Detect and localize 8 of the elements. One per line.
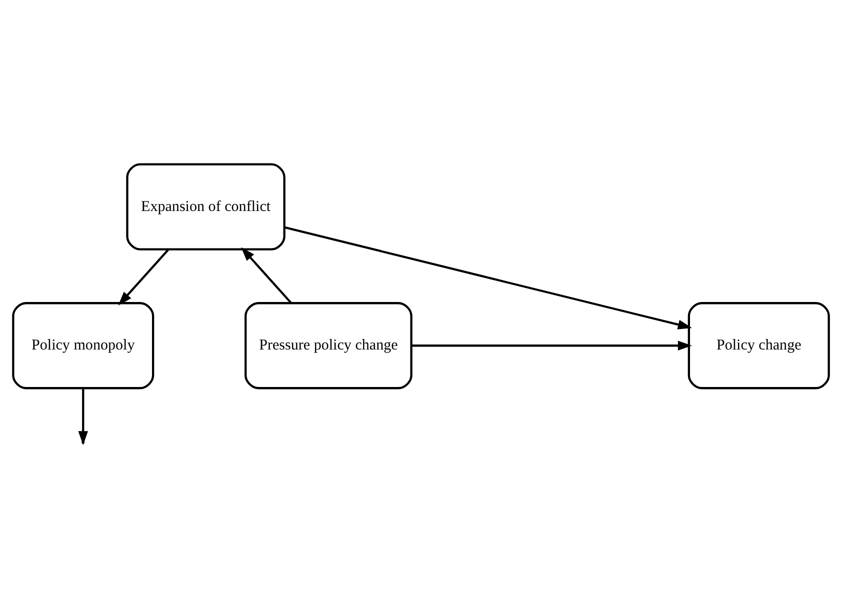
arrow xyxy=(118,248,170,306)
node-box: Policy change xyxy=(688,302,830,390)
node-box: Pressure policy change xyxy=(244,302,412,390)
arrow xyxy=(412,340,692,351)
node-box: Policy monopoly xyxy=(12,302,154,390)
arrow xyxy=(241,247,292,304)
node-box: Expansion of conflict xyxy=(126,163,286,250)
arrow xyxy=(284,226,692,330)
